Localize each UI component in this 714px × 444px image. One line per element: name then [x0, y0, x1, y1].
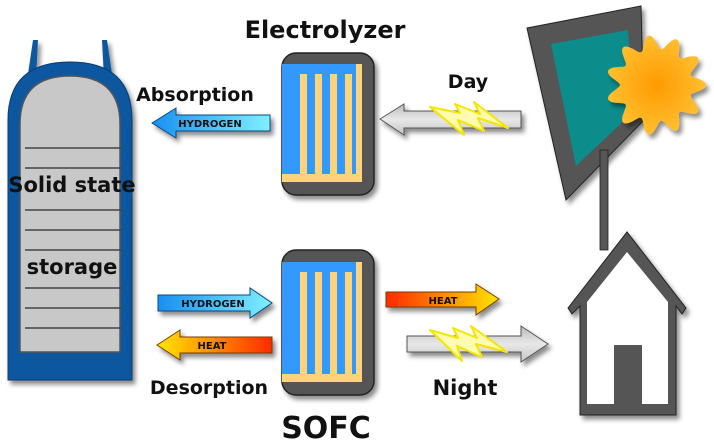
tank-layer-lines [25, 147, 122, 329]
absorption-label: Absorption [136, 84, 254, 106]
storage-label-line2: storage [27, 255, 118, 279]
sofc-plates [282, 262, 362, 382]
night-label: Night [433, 376, 498, 400]
night-lightning-icon [429, 325, 508, 362]
sofc-title: SOFC [281, 411, 371, 444]
solid-state-storage-tank [7, 40, 133, 381]
desorption-heat-arrow [156, 329, 273, 361]
desorption-heat-text: HEAT [198, 341, 227, 352]
absorption-hydrogen-text: HYDROGEN [178, 119, 242, 130]
day-label: Day [448, 71, 489, 93]
electrolyzer-plates [282, 64, 362, 182]
tank-interior [19, 75, 121, 353]
desorption-hydrogen-text: HYDROGEN [181, 299, 245, 310]
pole-icon [599, 149, 609, 251]
storage-label-line1: Solid state [8, 173, 135, 197]
absorption-hydrogen-arrow [151, 107, 271, 139]
sofc-heat-text: HEAT [429, 296, 458, 307]
sun-icon [608, 35, 706, 135]
electrolyzer-title: Electrolyzer [245, 16, 406, 44]
day-lightning-icon [429, 101, 509, 136]
sun-body [608, 35, 706, 135]
house-icon [567, 231, 687, 416]
desorption-label: Desorption [150, 377, 268, 399]
sofc-heat-arrow [385, 283, 500, 316]
desorption-hydrogen-arrow [157, 287, 273, 319]
